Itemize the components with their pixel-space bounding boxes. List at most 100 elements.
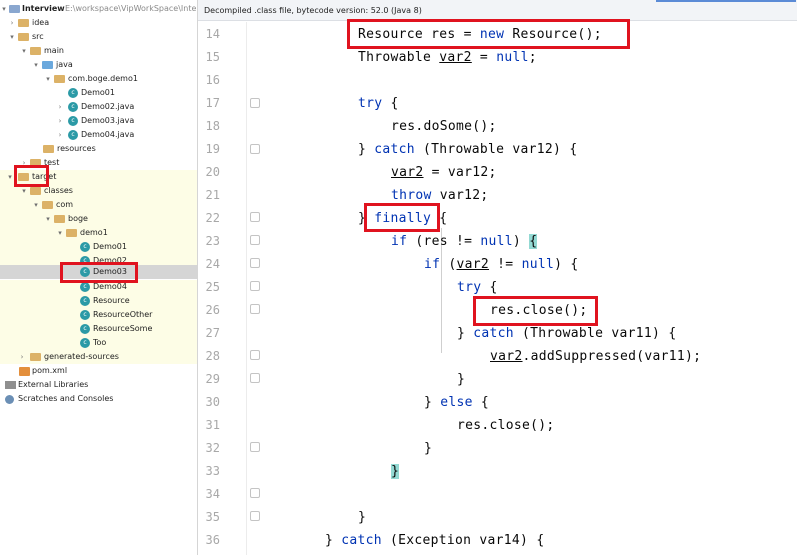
code-token-keyword: null — [496, 50, 529, 65]
code-token-keyword: null — [521, 257, 555, 272]
annotation-box-demo03 — [60, 262, 138, 283]
tree-row-resource[interactable]: c Resource — [0, 294, 197, 308]
chevron-down-icon[interactable]: ▾ — [46, 75, 50, 83]
code-line-28[interactable]: var2.addSuppressed(var11); — [490, 349, 701, 364]
code-line-25[interactable]: try { — [457, 280, 498, 295]
tree-row-too[interactable]: c Too — [0, 336, 197, 350]
chevron-right-icon[interactable]: › — [58, 131, 62, 139]
chevron-right-icon[interactable]: › — [58, 117, 62, 125]
line-number: 32 — [205, 441, 220, 455]
chevron-down-icon[interactable]: ▾ — [58, 229, 62, 237]
code-line-29[interactable]: } — [457, 372, 465, 387]
tree-row-demo1[interactable]: ▾ demo1 — [0, 226, 197, 240]
fold-marker-icon[interactable] — [250, 350, 260, 360]
fold-marker-icon[interactable] — [250, 258, 260, 268]
code-line-20[interactable]: var2 = var12; — [391, 165, 497, 180]
tree-row-java[interactable]: ▾ java — [0, 58, 197, 72]
chevron-down-icon[interactable]: ▾ — [2, 5, 6, 13]
code-line-23[interactable]: if (res != null) { — [391, 234, 538, 249]
code-line-21[interactable]: throw var12; — [391, 188, 489, 203]
tree-row-idea[interactable]: › idea — [0, 16, 197, 30]
tree-label: Demo03.java — [81, 116, 135, 125]
tree-row-resourcesome[interactable]: c ResourceSome — [0, 322, 197, 336]
class-icon: c — [80, 282, 90, 292]
tree-row-external-libraries[interactable]: External Libraries — [0, 378, 197, 392]
fold-marker-icon[interactable] — [250, 488, 260, 498]
fold-marker-icon[interactable] — [250, 304, 260, 314]
code-token-keyword: catch — [341, 533, 382, 548]
chevron-down-icon[interactable]: ▾ — [34, 61, 38, 69]
code-line-15[interactable]: Throwable var2 = null; — [358, 50, 537, 65]
tree-row-test[interactable]: › test — [0, 156, 197, 170]
tree-label: src — [32, 32, 44, 41]
tree-row-main[interactable]: ▾ main — [0, 44, 197, 58]
fold-marker-icon[interactable] — [250, 212, 260, 222]
code-line-31[interactable]: res.close(); — [457, 418, 555, 433]
tree-row-src[interactable]: ▾ src — [0, 30, 197, 44]
line-number: 30 — [205, 395, 220, 409]
tree-row-scratches[interactable]: Scratches and Consoles — [0, 392, 197, 406]
fold-marker-icon[interactable] — [250, 235, 260, 245]
tree-row-demo01-src[interactable]: c Demo01 — [0, 86, 197, 100]
code-line-27[interactable]: } catch (Throwable var11) { — [457, 326, 676, 341]
code-line-26[interactable]: res.close(); — [490, 303, 588, 318]
indent-guide — [441, 228, 442, 353]
tree-row-package[interactable]: ▾ com.boge.demo1 — [0, 72, 197, 86]
code-token: (Throwable var12) { — [414, 142, 578, 157]
fold-marker-icon[interactable] — [250, 281, 260, 291]
tree-label: demo1 — [80, 228, 108, 237]
code-line-18[interactable]: res.doSome(); — [391, 119, 497, 134]
fold-marker-icon[interactable] — [250, 511, 260, 521]
code-line-19[interactable]: } catch (Throwable var12) { — [358, 142, 577, 157]
tree-row-boge[interactable]: ▾ boge — [0, 212, 197, 226]
code-line-35[interactable]: } — [358, 510, 366, 525]
tree-row-demo04-java[interactable]: › c Demo04.java — [0, 128, 197, 142]
code-token: res.close(); — [490, 303, 588, 318]
fold-marker-icon[interactable] — [250, 98, 260, 108]
tree-row-demo03-java[interactable]: › c Demo03.java — [0, 114, 197, 128]
code-line-36[interactable]: } catch (Exception var14) { — [325, 533, 544, 548]
tree-row-com[interactable]: ▾ com — [0, 198, 197, 212]
tree-row-classes[interactable]: ▾ classes — [0, 184, 197, 198]
fold-marker-icon[interactable] — [250, 144, 260, 154]
code-line-30[interactable]: } else { — [424, 395, 489, 410]
code-line-17[interactable]: try { — [358, 96, 399, 111]
code-token: var2 — [456, 257, 490, 272]
chevron-down-icon[interactable]: ▾ — [46, 215, 50, 223]
chevron-down-icon[interactable]: ▾ — [34, 201, 38, 209]
code-token: } — [424, 441, 433, 456]
chevron-right-icon[interactable]: › — [22, 159, 26, 167]
line-number: 31 — [205, 418, 220, 432]
code-line-22[interactable]: } finally { — [358, 211, 447, 226]
code-line-32[interactable]: } — [424, 441, 432, 456]
folder-icon — [30, 47, 41, 55]
fold-marker-icon[interactable] — [250, 373, 260, 383]
chevron-right-icon[interactable]: › — [10, 19, 14, 27]
code-token: ) { — [554, 257, 579, 272]
code-line-14[interactable]: Resource res = new Resource(); — [358, 27, 602, 42]
chevron-down-icon[interactable]: ▾ — [22, 47, 26, 55]
tree-row-demo02-java[interactable]: › c Demo02.java — [0, 100, 197, 114]
class-icon: c — [80, 296, 90, 306]
tree-row-resourceother[interactable]: c ResourceOther — [0, 308, 197, 322]
tree-row-resources[interactable]: resources — [0, 142, 197, 156]
tree-row-demo03-class[interactable]: c Demo03 — [0, 265, 197, 279]
chevron-right-icon[interactable]: › — [20, 353, 24, 361]
code-line-24[interactable]: if (var2 != null) { — [424, 257, 578, 272]
tree-row-generated-sources[interactable]: › generated-sources — [0, 350, 197, 364]
chevron-down-icon[interactable]: ▾ — [22, 187, 26, 195]
tree-row-pom[interactable]: pom.xml — [0, 364, 197, 378]
tree-row-target[interactable]: ▾ target — [0, 170, 197, 184]
tree-row-project-root[interactable]: ▾ Interview E:\workspace\VipWorkSpace\In… — [0, 2, 197, 16]
tree-row-demo01-class[interactable]: c Demo01 — [0, 240, 197, 254]
code-line-33[interactable]: } — [391, 464, 400, 479]
fold-marker-icon[interactable] — [250, 442, 260, 452]
tree-row-demo04-class[interactable]: c Demo04 — [0, 280, 197, 294]
code-editor[interactable]: Decompiled .class file, bytecode version… — [198, 0, 797, 555]
chevron-down-icon[interactable]: ▾ — [10, 33, 14, 41]
code-token-keyword: catch — [473, 326, 514, 341]
tree-row-demo02-class[interactable]: c Demo02 — [0, 254, 197, 268]
chevron-down-icon[interactable]: ▾ — [8, 173, 12, 181]
code-token: (Exception var14) { — [381, 533, 545, 548]
chevron-right-icon[interactable]: › — [58, 103, 62, 111]
